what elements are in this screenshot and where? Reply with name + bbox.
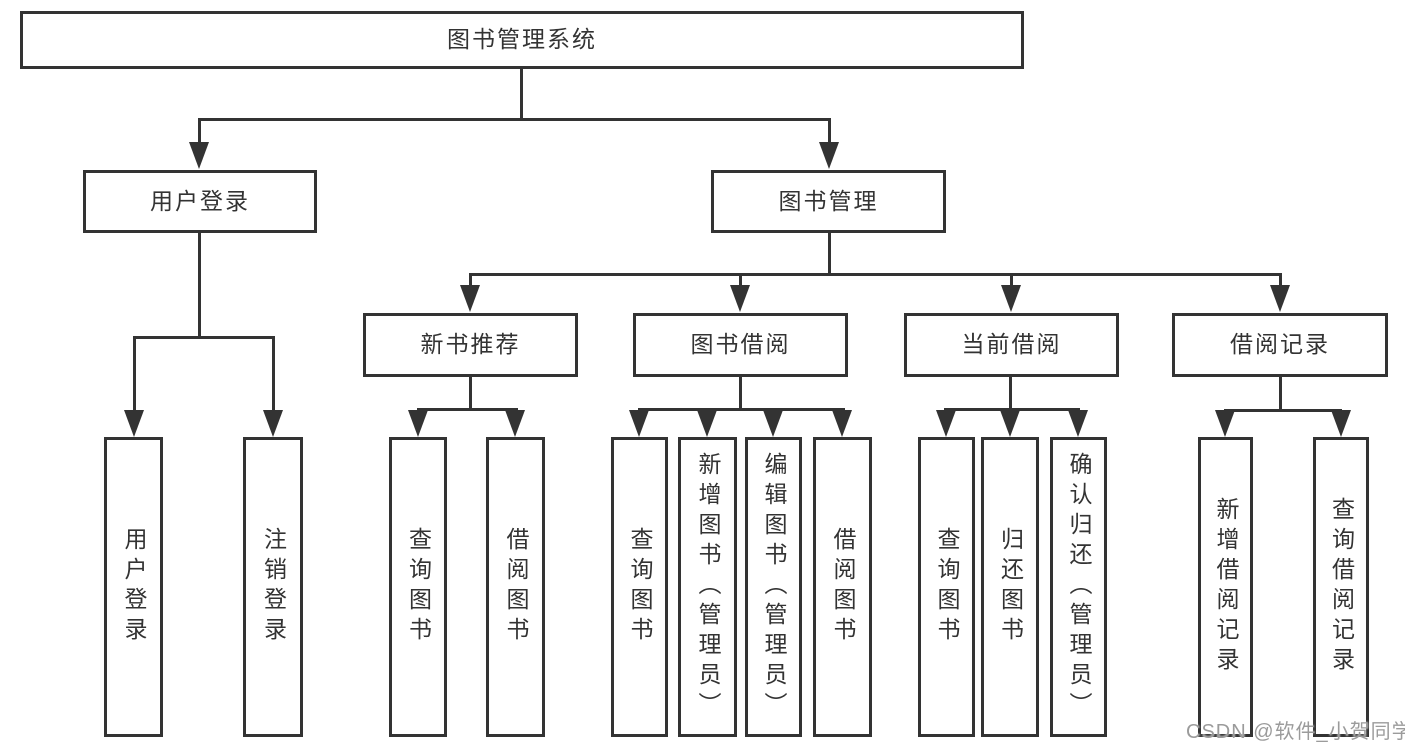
leaf-bb-borrow-book: 借阅图书 — [813, 437, 872, 737]
node-user-login: 用户登录 — [83, 170, 317, 233]
arrow-down-icon — [189, 142, 209, 169]
arrow-down-icon — [1270, 285, 1290, 312]
node-root-system: 图书管理系统 — [20, 11, 1024, 69]
arrow-down-icon — [1331, 410, 1351, 437]
node-label: 查询图书 — [627, 527, 653, 647]
node-new-book-recommend: 新书推荐 — [363, 313, 578, 377]
node-label: 图书借阅 — [690, 331, 791, 358]
node-label: 新增图书（管理员） — [695, 452, 721, 722]
leaf-logout: 注销登录 — [243, 437, 303, 737]
arrow-down-icon — [124, 410, 144, 437]
node-book-management: 图书管理 — [711, 170, 946, 233]
connector-line — [198, 233, 201, 336]
connector-line — [133, 336, 275, 339]
leaf-br-query-record: 查询借阅记录 — [1313, 437, 1369, 737]
leaf-user-login: 用户登录 — [104, 437, 163, 737]
connector-line — [1279, 273, 1282, 288]
connector-line — [272, 336, 275, 413]
connector-line — [469, 273, 1282, 276]
node-label: 归还图书 — [997, 527, 1024, 647]
leaf-nb-borrow-book: 借阅图书 — [486, 437, 545, 737]
connector-line — [133, 336, 136, 413]
arrow-down-icon — [730, 285, 750, 312]
node-label: 当前借阅 — [961, 331, 1062, 358]
node-book-borrowing: 图书借阅 — [633, 313, 848, 377]
node-label: 借阅图书 — [503, 527, 529, 647]
arrow-down-icon — [1068, 410, 1088, 437]
connector-line — [828, 233, 831, 273]
leaf-cb-confirm-return-admin: 确认归还（管理员） — [1050, 437, 1107, 737]
node-borrowing-records: 借阅记录 — [1172, 313, 1388, 377]
connector-line — [469, 377, 472, 408]
watermark: CSDN @软件_小贺同学 — [1186, 721, 1405, 743]
arrow-down-icon — [460, 285, 480, 312]
connector-line — [198, 118, 201, 148]
connector-line — [1224, 409, 1342, 412]
arrow-down-icon — [263, 410, 283, 437]
arrow-down-icon — [408, 410, 428, 437]
connector-line — [1279, 377, 1282, 410]
leaf-nb-query-book: 查询图书 — [389, 437, 447, 737]
node-label: 借阅图书 — [830, 527, 856, 647]
arrow-down-icon — [936, 410, 956, 437]
node-label: 确认归还（管理员） — [1066, 452, 1092, 722]
leaf-bb-query-book: 查询图书 — [611, 437, 668, 737]
arrow-down-icon — [763, 410, 783, 437]
connector-line — [1010, 273, 1013, 288]
node-label: 用户登录 — [150, 187, 250, 214]
arrow-down-icon — [819, 142, 839, 169]
node-label: 编辑图书（管理员） — [761, 452, 787, 722]
node-label: 借阅记录 — [1230, 331, 1330, 358]
connector-line — [469, 273, 472, 288]
node-label: 图书管理 — [778, 187, 879, 214]
arrow-down-icon — [697, 410, 717, 437]
leaf-bb-edit-book-admin: 编辑图书（管理员） — [745, 437, 802, 737]
arrow-down-icon — [1215, 410, 1235, 437]
connector-line — [520, 69, 523, 118]
connector-line — [417, 408, 518, 411]
connector-line — [944, 408, 1080, 411]
connector-line — [198, 118, 831, 121]
connector-line — [638, 408, 845, 411]
arrow-down-icon — [832, 410, 852, 437]
node-label: 查询借阅记录 — [1328, 497, 1355, 677]
node-label: 用户登录 — [121, 527, 147, 647]
leaf-br-add-record: 新增借阅记录 — [1198, 437, 1253, 737]
connector-line — [739, 377, 742, 408]
arrow-down-icon — [1001, 285, 1021, 312]
arrow-down-icon — [1000, 410, 1020, 437]
leaf-bb-add-book-admin: 新增图书（管理员） — [678, 437, 737, 737]
arrow-down-icon — [505, 410, 525, 437]
node-label: 图书管理系统 — [447, 26, 597, 53]
node-label: 查询图书 — [405, 527, 432, 647]
connector-line — [739, 273, 742, 288]
node-label: 新增借阅记录 — [1213, 497, 1239, 677]
connector-line — [828, 118, 831, 148]
arrow-down-icon — [629, 410, 649, 437]
leaf-cb-return-book: 归还图书 — [981, 437, 1039, 737]
node-label: 注销登录 — [260, 527, 287, 647]
node-current-borrowing: 当前借阅 — [904, 313, 1119, 377]
node-label: 查询图书 — [934, 527, 960, 647]
connector-line — [1009, 377, 1012, 408]
node-label: 新书推荐 — [420, 331, 521, 358]
leaf-cb-query-book: 查询图书 — [918, 437, 975, 737]
